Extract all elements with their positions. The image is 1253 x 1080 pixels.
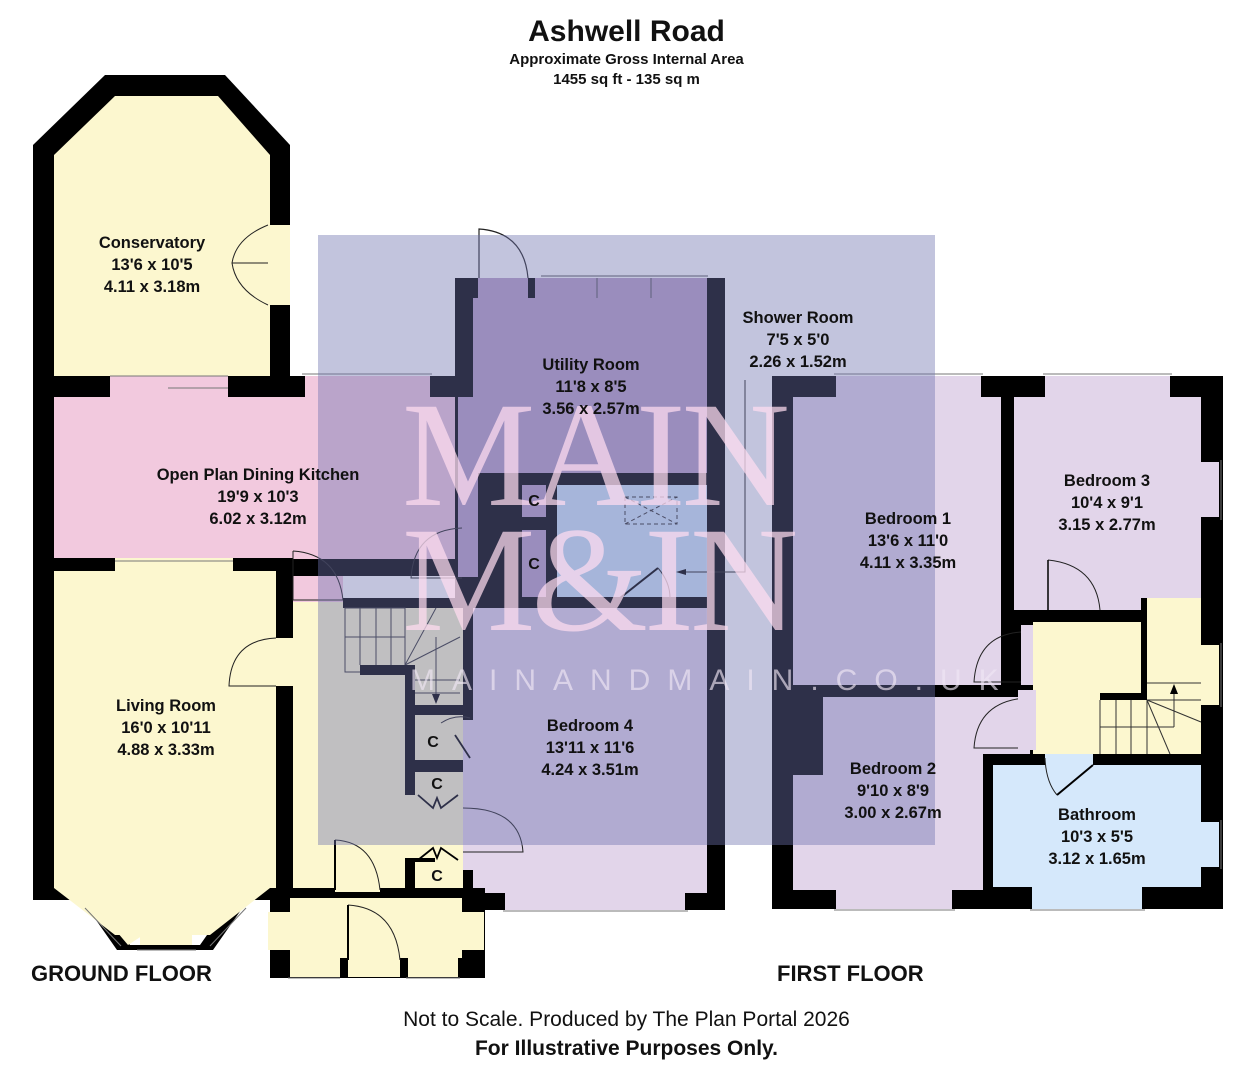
bedroom-1 — [793, 397, 1001, 685]
watermark-overlay — [318, 235, 935, 845]
open-plan-dining-kitchen-room — [54, 397, 458, 559]
cupboard-label: C — [427, 734, 439, 751]
cupboard-label: C — [528, 493, 540, 510]
room-label-bedroom-2: Bedroom 2 9'10 x 8'9 3.00 x 2.67m — [844, 760, 942, 822]
utility-room — [473, 298, 707, 473]
first-floor-label: FIRST FLOOR — [777, 961, 924, 986]
plan-header: Ashwell Road Approximate Gross Internal … — [0, 14, 1253, 90]
room-label-bedroom-3: Bedroom 3 10'4 x 9'1 3.15 x 2.77m — [1058, 472, 1156, 534]
living-room — [54, 571, 276, 889]
room-label-shower: Shower Room 7'5 x 5'0 2.26 x 1.52m — [742, 309, 854, 371]
first-floor-plan — [772, 373, 1223, 911]
area-caption: Approximate Gross Internal Area — [509, 51, 744, 68]
room-label-dining-kitchen: Open Plan Dining Kitchen 19'9 x 10'3 6.0… — [156, 466, 360, 528]
property-title: Ashwell Road — [528, 15, 725, 48]
room-label-utility: Utility Room 11'8 x 8'5 3.56 x 2.57m — [542, 356, 640, 418]
bathroom — [993, 765, 1201, 887]
cupboard-label: C — [528, 556, 540, 573]
bedroom-3 — [1014, 397, 1201, 610]
room-label-bedroom-4: Bedroom 4 13'11 x 11'6 4.24 x 3.51m — [541, 717, 639, 779]
porch — [290, 898, 462, 958]
shower-room — [557, 485, 707, 597]
ground-floor-plan — [33, 75, 746, 979]
room-label-living: Living Room 16'0 x 10'11 4.88 x 3.33m — [116, 697, 216, 759]
area-value: 1455 sq ft - 135 sq m — [553, 71, 700, 88]
room-label-conservatory: Conservatory 13'6 x 10'5 4.11 x 3.18m — [98, 234, 206, 296]
bedroom-4 — [473, 608, 707, 893]
disclaimer: For Illustrative Purposes Only. — [474, 1037, 779, 1060]
cupboard-label: C — [431, 776, 443, 793]
scale-note: Not to Scale. Produced by The Plan Porta… — [403, 1008, 850, 1031]
ground-floor-label: GROUND FLOOR — [31, 961, 212, 986]
hallway — [293, 600, 463, 890]
room-label-bedroom-1: Bedroom 1 13'6 x 11'0 4.11 x 3.35m — [859, 510, 957, 572]
room-label-bathroom: Bathroom 10'3 x 5'5 3.12 x 1.65m — [1048, 806, 1146, 868]
plan-footer: Not to Scale. Produced by The Plan Porta… — [0, 1006, 1253, 1064]
cupboard-label: C — [431, 868, 443, 885]
